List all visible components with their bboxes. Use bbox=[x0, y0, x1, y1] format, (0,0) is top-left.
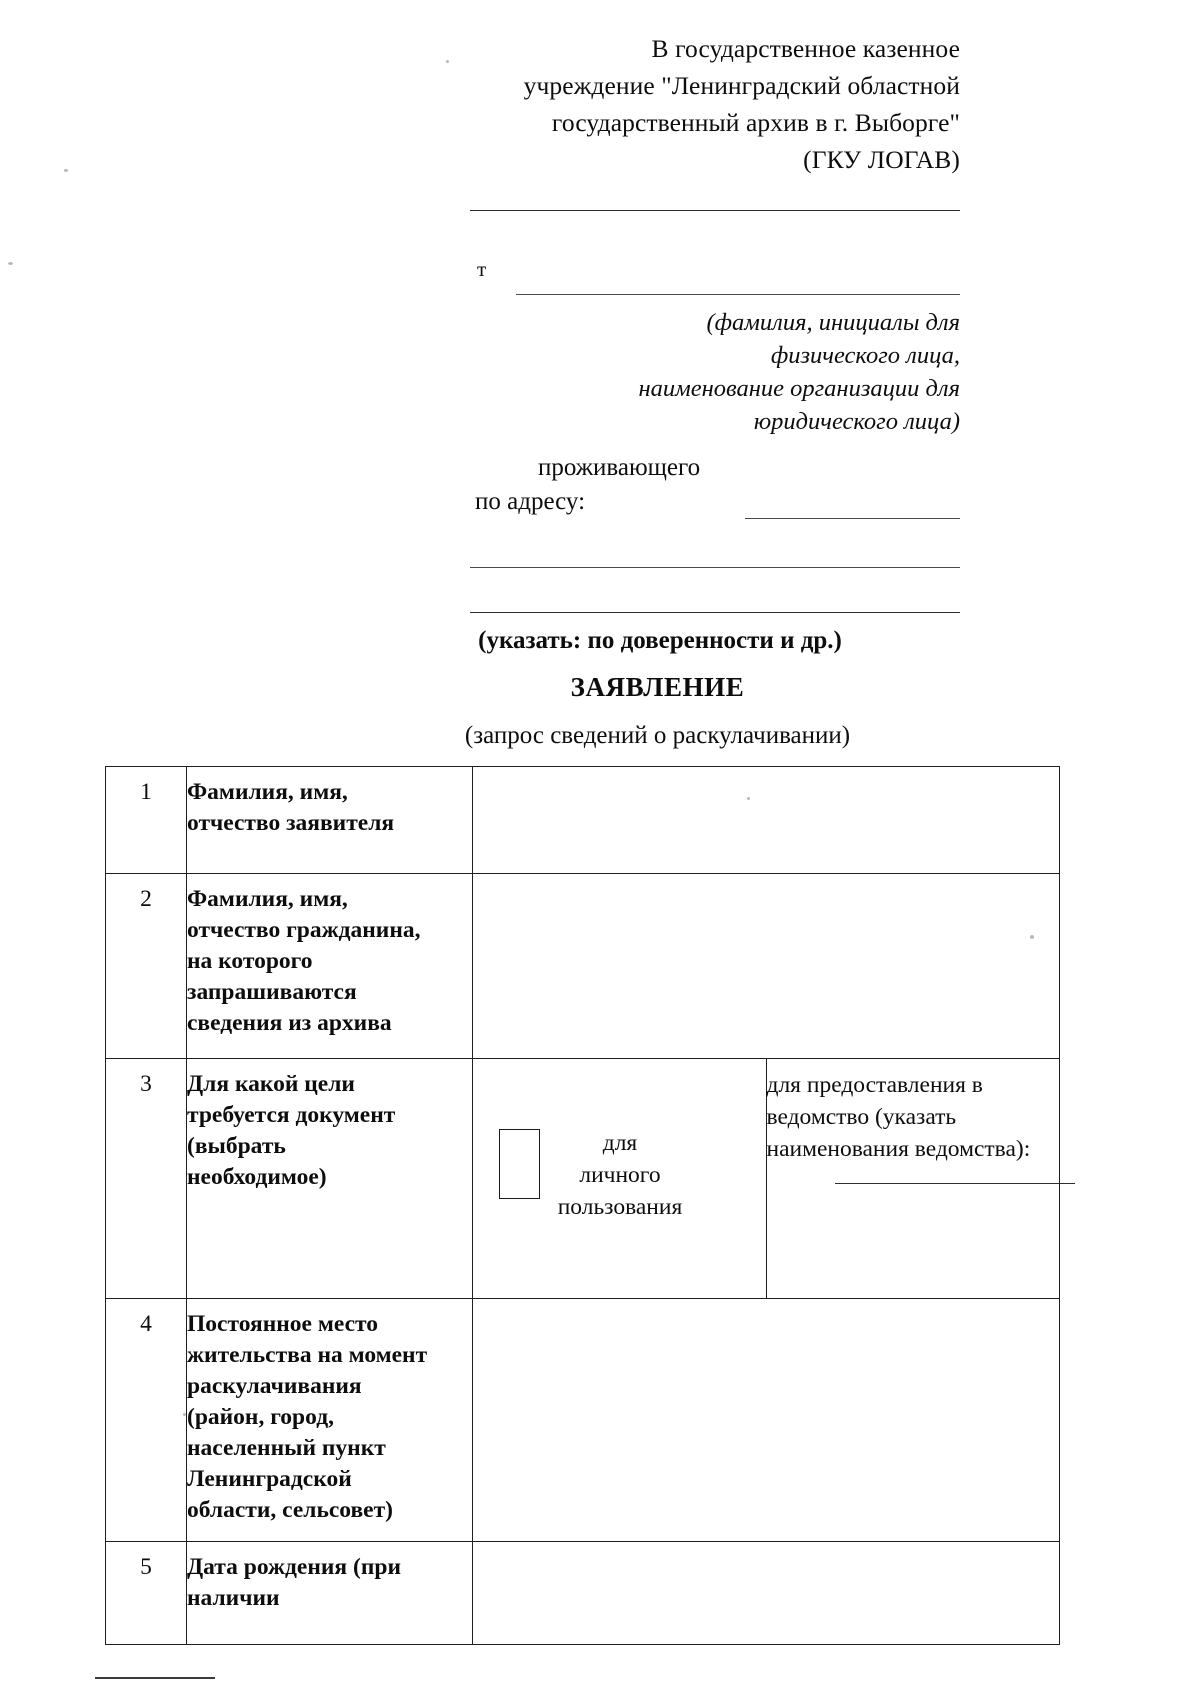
purpose-personal-label: для личного пользования bbox=[557, 1130, 683, 1220]
address-rule-3[interactable] bbox=[470, 612, 960, 613]
scan-speck bbox=[446, 60, 449, 63]
row-value-field[interactable] bbox=[472, 1298, 1060, 1542]
row-label: Фамилия, имя, отчество заявителя bbox=[186, 766, 473, 874]
page-bottom-crop bbox=[0, 1690, 1200, 1697]
addressee-line-3: государственный архив в г. Выборге" bbox=[551, 108, 960, 137]
row-label: Дата рождения (при наличии bbox=[186, 1541, 473, 1645]
address-rule-1[interactable] bbox=[745, 518, 960, 519]
table-row: 2 Фамилия, имя, отчество гражданина, на … bbox=[105, 873, 1060, 1059]
purpose-agency-label: для предоставления в ведомство (указать … bbox=[766, 1072, 1031, 1162]
address-rule-2[interactable] bbox=[470, 567, 960, 568]
row-number: 5 bbox=[105, 1541, 187, 1645]
checkbox-personal-use[interactable] bbox=[499, 1129, 540, 1199]
document-subtitle: (запрос сведений о раскулачивании) bbox=[464, 722, 851, 749]
row-number: 3 bbox=[105, 1058, 187, 1299]
purpose-personal-cell[interactable]: для личного пользования bbox=[472, 1058, 767, 1299]
page-edge-artifact bbox=[95, 1677, 215, 1679]
applicant-name-rule[interactable] bbox=[516, 294, 960, 295]
row-value-field[interactable] bbox=[472, 766, 1060, 874]
row-number: 1 bbox=[105, 766, 187, 874]
row-number: 4 bbox=[105, 1298, 187, 1542]
document-title: ЗАЯВЛЕНИЕ bbox=[570, 672, 745, 702]
row-label: Фамилия, имя, отчество гражданина, на ко… bbox=[186, 873, 473, 1059]
addressee-line-4: (ГКУ ЛОГАВ) bbox=[803, 145, 960, 174]
table-row: 1 Фамилия, имя, отчество заявителя bbox=[105, 766, 1060, 874]
table-row: 5 Дата рождения (при наличии bbox=[105, 1541, 1060, 1645]
addressee-line-1: В государственное казенное bbox=[651, 34, 960, 63]
applicant-caption-line-3: наименование организации для bbox=[638, 375, 960, 402]
applicant-caption-line-2: физического лица, bbox=[770, 342, 960, 369]
applicant-prefix-mark: т bbox=[477, 257, 487, 281]
purpose-agency-cell[interactable]: для предоставления в ведомство (указать … bbox=[765, 1058, 1075, 1299]
row-number: 2 bbox=[105, 873, 187, 1059]
residence-label-line-1: проживающего bbox=[538, 454, 701, 481]
authority-note: (указать: по доверенности и др.) bbox=[478, 627, 842, 654]
scan-speck bbox=[64, 169, 68, 172]
row-value-field[interactable] bbox=[472, 873, 1060, 1059]
applicant-caption-line-4: юридического лица) bbox=[753, 408, 960, 435]
scan-speck bbox=[944, 160, 947, 163]
applicant-caption: (фамилия, инициалы для физического лица,… bbox=[520, 306, 960, 438]
applicant-caption-line-1: (фамилия, инициалы для bbox=[706, 309, 960, 336]
table-row: 4 Постоянное место жительства на момент … bbox=[105, 1298, 1060, 1542]
applicant-name-rule-top[interactable] bbox=[470, 210, 960, 211]
row-value-field[interactable] bbox=[472, 1541, 1060, 1645]
table-row: 3 Для какой цели требуется документ (выб… bbox=[105, 1058, 1075, 1299]
addressee-block: В государственное казенное учреждение "Л… bbox=[470, 30, 960, 178]
row-label: Для какой цели требуется документ (выбра… bbox=[186, 1058, 473, 1299]
row-label: Постоянное место жительства на момент ра… bbox=[186, 1298, 473, 1542]
request-table: 1 Фамилия, имя, отчество заявителя 2 Фам… bbox=[105, 766, 1075, 1645]
scan-speck bbox=[8, 262, 13, 265]
purpose-personal-wrap: для личного пользования bbox=[473, 1069, 766, 1284]
residence-label-line-2: по адресу: bbox=[475, 488, 586, 515]
addressee-line-2: учреждение "Ленинградский областной bbox=[523, 71, 960, 100]
agency-name-rule[interactable] bbox=[834, 1183, 1075, 1184]
